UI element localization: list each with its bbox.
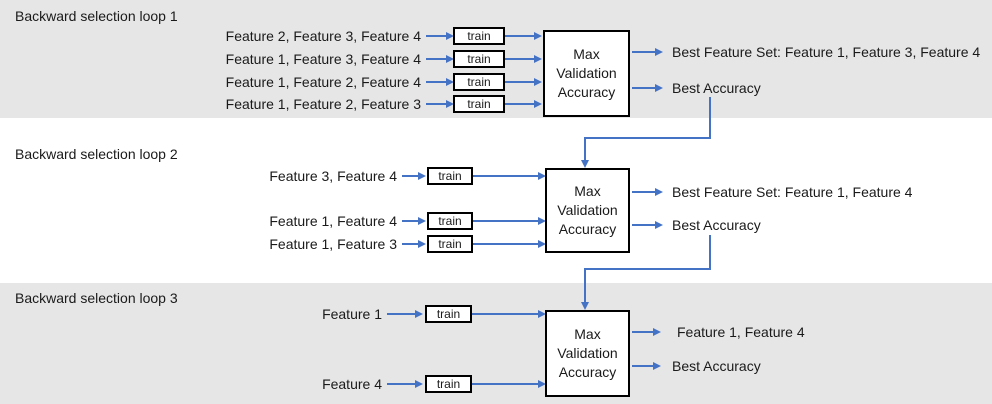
flow-line: [473, 220, 538, 222]
input-feature-set: Feature 1, Feature 2, Feature 4: [225, 74, 421, 90]
arrow-right-icon: [446, 55, 454, 63]
input-feature-set: Feature 1, Feature 3: [269, 236, 397, 252]
arrow-right-icon: [538, 172, 546, 180]
arrow-right-icon: [653, 328, 661, 336]
arrow-right-icon: [655, 84, 663, 92]
arrow-right-icon: [446, 100, 454, 108]
flow-line: [426, 103, 446, 105]
input-feature-set: Feature 2, Feature 3, Feature 4: [225, 28, 421, 44]
flow-line: [387, 313, 415, 315]
flow-line: [402, 175, 418, 177]
arrow-right-icon: [538, 310, 546, 318]
arrow-right-icon: [534, 78, 542, 86]
flow-line: [632, 224, 655, 226]
flow-line: [473, 243, 538, 245]
best-feature-set-label: Best Feature Set: Feature 1, Feature 3, …: [672, 44, 981, 60]
loop2-to-loop3-connector: [584, 270, 586, 302]
arrow-right-icon: [418, 217, 426, 225]
input-feature-set: Feature 3, Feature 4: [269, 168, 397, 184]
loop2-to-loop3-connector: [709, 235, 711, 269]
arrow-right-icon: [655, 48, 663, 56]
max-validation-accuracy-box: Max Validation Accuracy: [545, 168, 630, 253]
arrow-right-icon: [415, 380, 423, 388]
arrow-right-icon: [538, 217, 546, 225]
arrow-right-icon: [446, 32, 454, 40]
flow-line: [402, 220, 418, 222]
loop1-to-loop2-connector: [584, 137, 711, 139]
flow-line: [426, 35, 446, 37]
train-box: train: [427, 212, 473, 230]
arrow-right-icon: [418, 172, 426, 180]
arrow-right-icon: [655, 188, 663, 196]
train-box: train: [427, 167, 473, 185]
arrow-down-icon: [581, 160, 589, 168]
arrow-right-icon: [534, 100, 542, 108]
flow-line: [426, 81, 446, 83]
arrow-right-icon: [446, 78, 454, 86]
arrow-right-icon: [538, 380, 546, 388]
box-line: Max: [574, 183, 601, 199]
train-box: train: [425, 305, 472, 323]
flow-line: [632, 331, 653, 333]
box-line: Validation: [557, 345, 618, 361]
max-validation-accuracy-box: Max Validation Accuracy: [545, 310, 630, 397]
best-accuracy-label: Best Accuracy: [672, 358, 761, 374]
train-box: train: [453, 27, 505, 45]
best-accuracy-label: Best Accuracy: [672, 80, 761, 96]
loop3-title: Backward selection loop 3: [15, 290, 178, 306]
max-validation-accuracy-box: Max Validation Accuracy: [543, 30, 630, 117]
flow-line: [472, 383, 538, 385]
flow-line: [505, 58, 534, 60]
arrow-right-icon: [538, 240, 546, 248]
arrow-right-icon: [534, 55, 542, 63]
box-line: Max: [573, 46, 600, 62]
input-feature-set: Feature 1, Feature 3, Feature 4: [225, 51, 421, 67]
input-feature-set: Feature 4: [322, 376, 382, 392]
arrow-right-icon: [418, 240, 426, 248]
flow-line: [505, 81, 534, 83]
loop1-to-loop2-connector: [709, 97, 711, 139]
train-box: train: [427, 235, 473, 253]
box-line: Accuracy: [557, 84, 616, 100]
flow-line: [505, 35, 534, 37]
best-feature-set-label: Best Feature Set: Feature 1, Feature 4: [672, 184, 913, 200]
loop2-title: Backward selection loop 2: [15, 146, 178, 162]
flow-line: [402, 243, 418, 245]
arrow-right-icon: [534, 32, 542, 40]
train-box: train: [453, 50, 505, 68]
box-line: Accuracy: [558, 221, 617, 237]
flow-line: [632, 87, 655, 89]
box-line: Max: [574, 326, 601, 342]
flow-line: [632, 365, 653, 367]
train-box: train: [453, 73, 505, 91]
flow-line: [505, 103, 534, 105]
box-line: Accuracy: [558, 364, 617, 380]
flow-line: [632, 51, 655, 53]
input-feature-set: Feature 1, Feature 2, Feature 3: [225, 96, 421, 112]
input-feature-set: Feature 1: [322, 306, 382, 322]
train-box: train: [425, 375, 472, 393]
flow-line: [387, 383, 415, 385]
box-line: Validation: [557, 202, 618, 218]
flow-line: [472, 313, 538, 315]
flow-line: [426, 58, 446, 60]
loop1-title: Backward selection loop 1: [15, 8, 178, 24]
arrow-right-icon: [653, 362, 661, 370]
arrow-right-icon: [415, 310, 423, 318]
arrow-down-icon: [581, 302, 589, 310]
flow-line: [632, 191, 655, 193]
best-feature-set-label: Feature 1, Feature 4: [677, 324, 805, 340]
input-feature-set: Feature 1, Feature 4: [269, 213, 397, 229]
best-accuracy-label: Best Accuracy: [672, 217, 761, 233]
loop1-to-loop2-connector: [584, 139, 586, 160]
arrow-right-icon: [655, 221, 663, 229]
flow-line: [473, 175, 538, 177]
train-box: train: [453, 95, 505, 113]
loop2-to-loop3-connector: [584, 268, 711, 270]
box-line: Validation: [556, 65, 617, 81]
